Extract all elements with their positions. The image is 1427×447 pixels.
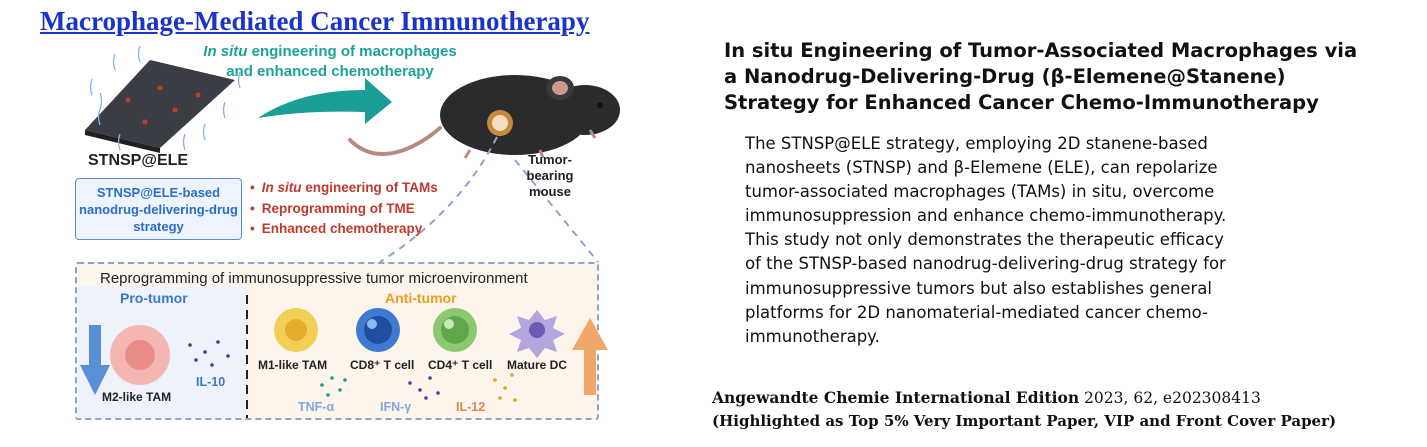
cd4-label: CD4⁺ T cell xyxy=(428,358,493,372)
arrow-icon xyxy=(258,78,392,124)
m2-tam-icon xyxy=(110,325,170,385)
il12-label: IL-12 xyxy=(456,400,486,414)
nanosheet-label: STNSP@ELE xyxy=(88,152,189,169)
body-line: immunosuppression and enhance chemo-immu… xyxy=(745,206,1227,226)
panel-title: Reprogramming of immunosuppressive tumor… xyxy=(100,270,528,287)
headline-line: a Nanodrug-Delivering-Drug (β-Elemene@St… xyxy=(724,65,1286,88)
mouse-icon xyxy=(348,75,620,159)
strategy-box: STNSP@ELE-based nanodrug-delivering-drug… xyxy=(75,178,242,240)
strategy-line3: strategy xyxy=(133,218,184,234)
bullet1-italic: In situ xyxy=(261,180,302,195)
headline-line: In situ Engineering of Tumor-Associated … xyxy=(724,39,1358,62)
bullet1-rest: engineering of TAMs xyxy=(301,180,438,195)
bullet-item: Reprogramming of TME xyxy=(250,199,438,220)
mouse-label: Tumor-bearing mouse xyxy=(505,152,595,200)
il12-dots xyxy=(493,373,517,402)
insitu-caption: In situ engineering of macrophages and e… xyxy=(200,42,460,82)
cd8-label: CD8⁺ T cell xyxy=(350,358,415,372)
article-headline: In situ Engineering of Tumor-Associated … xyxy=(724,38,1404,116)
anti-tumor-label: Anti-tumor xyxy=(385,290,457,306)
body-line: immunotherapy. xyxy=(745,326,880,346)
il10-label: IL-10 xyxy=(196,375,226,389)
bullet-item: In situ engineering of TAMs xyxy=(250,178,438,199)
il10-dots xyxy=(188,340,230,367)
bullet-item: Enhanced chemotherapy xyxy=(250,219,438,240)
up-arrow-icon xyxy=(572,318,608,395)
body-line: This study not only demonstrates the the… xyxy=(745,230,1224,250)
mouse-label-1: Tumor-bearing xyxy=(526,152,574,183)
pro-tumor-label: Pro-tumor xyxy=(120,290,188,306)
mature-dc-icon xyxy=(509,310,565,358)
ifn-label: IFN-γ xyxy=(380,400,412,414)
m2-tam-label: M2-like TAM xyxy=(102,390,172,404)
figure-title: Macrophage-Mediated Cancer Immunotherapy xyxy=(40,6,590,36)
m1-tam-icon xyxy=(274,308,318,352)
insitu-line2: and enhanced chemotherapy xyxy=(226,63,434,80)
article-body: The STNSP@ELE strategy, employing 2D sta… xyxy=(745,132,1385,349)
highlight-note: (Highlighted as Top 5% Very Important Pa… xyxy=(712,412,1337,430)
tnf-label: TNF-α xyxy=(298,400,335,414)
cd4-t-cell-icon xyxy=(433,308,477,352)
body-line: of the STNSP-based nanodrug-delivering-d… xyxy=(745,254,1226,274)
body-line: tumor-associated macrophages (TAMs) in s… xyxy=(745,182,1215,202)
tnf-dots xyxy=(320,376,347,397)
down-arrow-icon xyxy=(80,325,110,395)
nanosheet-icon xyxy=(85,45,241,153)
strategy-line2: nanodrug-delivering-drug xyxy=(79,201,238,217)
headline-line: Strategy for Enhanced Cancer Chemo-Immun… xyxy=(724,91,1319,114)
insitu-italic: In situ xyxy=(203,43,248,60)
strategy-line1: STNSP@ELE-based xyxy=(96,184,221,200)
mature-dc-label: Mature DC xyxy=(507,358,568,372)
body-line: The STNSP@ELE strategy, employing 2D sta… xyxy=(745,134,1208,153)
body-line: nanosheets (STNSP) and β-Elemene (ELE), … xyxy=(745,158,1218,178)
insitu-rest: engineering of macrophages xyxy=(247,43,457,60)
mouse-label-2: mouse xyxy=(529,184,571,199)
citation-details: 2023, 62, e202308413 xyxy=(1079,389,1261,407)
body-line: immunosuppressive tumors but also establ… xyxy=(745,278,1212,298)
citation: Angewandte Chemie International Edition … xyxy=(712,388,1261,407)
ifn-dots xyxy=(408,376,440,400)
m1-tam-label: M1-like TAM xyxy=(258,358,328,372)
connector-lines xyxy=(379,136,599,263)
illustration-graphic xyxy=(80,45,620,418)
journal-name: Angewandte Chemie International Edition xyxy=(712,388,1080,407)
bullet-list: In situ engineering of TAMs Reprogrammin… xyxy=(250,178,438,240)
cd8-t-cell-icon xyxy=(356,308,400,352)
body-line: platforms for 2D nanomaterial-mediated c… xyxy=(745,302,1209,322)
